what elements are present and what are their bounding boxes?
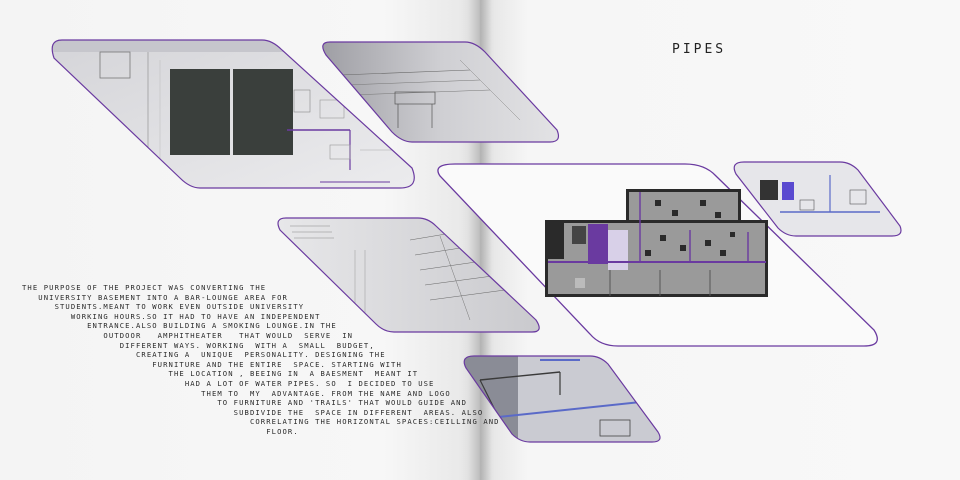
- page-title: PIPES: [672, 42, 727, 57]
- floor-plan-frame: [437, 163, 878, 347]
- project-description: THE PURPOSE OF THE PROJECT WAS CONVERTIN…: [22, 283, 499, 436]
- photo-model-pipes: [463, 355, 661, 443]
- floor-plan: [545, 189, 768, 297]
